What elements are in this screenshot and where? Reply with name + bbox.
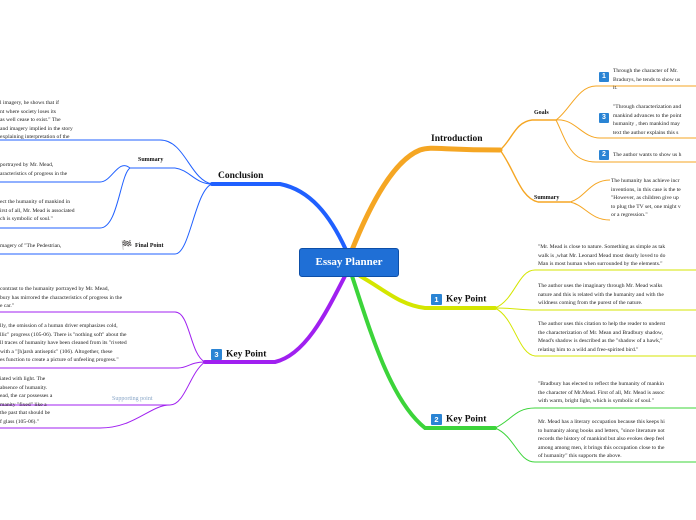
key-point-1-label[interactable]: 1 Key Point bbox=[431, 294, 486, 305]
key-point-3-text: Key Point bbox=[226, 349, 267, 360]
supporting-point-label[interactable]: Supporting point bbox=[112, 396, 153, 402]
kp3-item-3[interactable]: iated with light. The absence of humanit… bbox=[0, 376, 53, 425]
key-point-1-text: Key Point bbox=[446, 294, 487, 305]
kp3-item-2[interactable]: lly, the omission of a human driver emph… bbox=[0, 323, 127, 364]
intro-summary-text[interactable]: The humanity has achieve incr inventions… bbox=[611, 178, 681, 219]
central-topic[interactable]: Essay Planner bbox=[299, 248, 399, 277]
kp1-item-3[interactable]: The author uses this citation to help th… bbox=[538, 321, 666, 353]
conclusion-top-text[interactable]: l imagery, he shows that if nt where soc… bbox=[0, 100, 73, 141]
key-point-2-label[interactable]: 2 Key Point bbox=[431, 414, 486, 425]
kp2-item-2[interactable]: Mr. Mead has a literary occupation becau… bbox=[538, 419, 665, 460]
key-point-3-number-icon: 3 bbox=[211, 349, 222, 360]
kp2-item-1[interactable]: "Bradbury has elected to reflect the hum… bbox=[538, 381, 665, 405]
intro-summary-label[interactable]: Summary bbox=[534, 195, 560, 201]
goal-1-text[interactable]: Through the character of Mr. Bradurys, h… bbox=[613, 68, 681, 92]
goal-2-text[interactable]: The author wants to show us h bbox=[613, 152, 682, 158]
key-point-1-number-icon: 1 bbox=[431, 294, 442, 305]
conclusion-summary-label[interactable]: Summary bbox=[138, 157, 164, 163]
key-point-3-label[interactable]: 3 Key Point bbox=[211, 349, 266, 360]
goal-1-number-icon: 1 bbox=[599, 72, 609, 82]
goal-3-number-icon: 3 bbox=[599, 113, 609, 123]
kp1-item-2[interactable]: The author uses the imaginary through Mr… bbox=[538, 283, 664, 307]
conclusion-final-text[interactable]: magery of "The Pedestrian, bbox=[0, 243, 62, 249]
goal-2-number-icon: 2 bbox=[599, 150, 609, 160]
goal-3-text[interactable]: "Through characterization and mankind ad… bbox=[613, 104, 682, 136]
conclusion-summary-item-2[interactable]: ect the humanity of mankind in irst of a… bbox=[0, 199, 75, 223]
goals-label[interactable]: Goals bbox=[534, 110, 549, 116]
key-point-2-text: Key Point bbox=[446, 414, 487, 425]
introduction-label[interactable]: Introduction bbox=[431, 134, 483, 144]
key-point-2-number-icon: 2 bbox=[431, 414, 442, 425]
conclusion-label[interactable]: Conclusion bbox=[218, 171, 264, 181]
checkered-flag-icon: 🏁 bbox=[121, 241, 133, 251]
kp1-item-1[interactable]: "Mr. Mead is close to nature. Something … bbox=[538, 244, 666, 268]
conclusion-summary-item-1[interactable]: portrayed by Mr. Mead, aracteristics of … bbox=[0, 162, 68, 177]
final-point-label[interactable]: Final Point bbox=[135, 243, 164, 249]
kp3-item-1[interactable]: contrast to the humanity portrayed by Mr… bbox=[0, 286, 123, 310]
